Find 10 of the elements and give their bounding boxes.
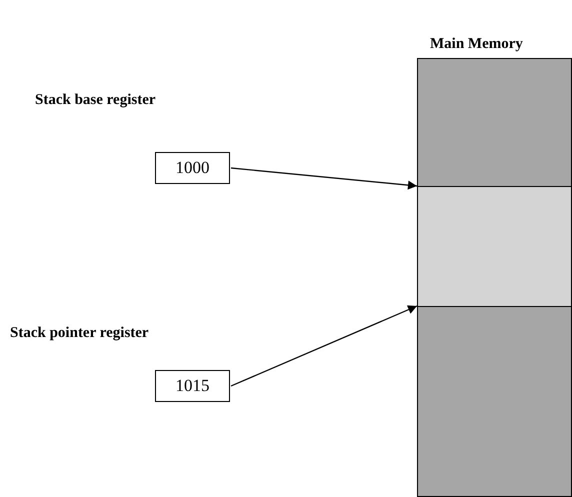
memory-segment bbox=[417, 186, 572, 307]
register-box: 1000 bbox=[155, 152, 230, 184]
memory-segment bbox=[417, 58, 572, 187]
arrow bbox=[230, 305, 418, 387]
arrow bbox=[230, 167, 418, 190]
memory-segment bbox=[417, 306, 572, 497]
register-box: 1015 bbox=[155, 370, 230, 402]
heading: Main Memory bbox=[430, 36, 523, 53]
register-label: Stack base register bbox=[35, 92, 156, 109]
register-label: Stack pointer register bbox=[10, 325, 149, 342]
